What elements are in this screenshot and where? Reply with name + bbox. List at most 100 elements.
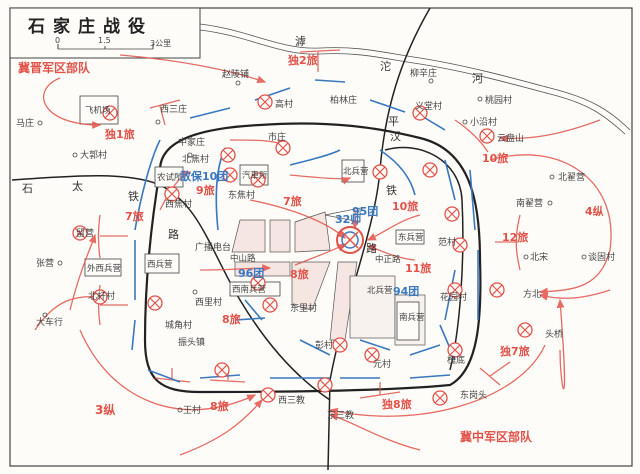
place-label: 高村 xyxy=(275,98,293,110)
pla-unit-label: 8旅 xyxy=(290,267,309,281)
place-label: 西三教 xyxy=(278,394,305,406)
road-label: 中正路 xyxy=(375,254,401,265)
place-label: 城角村 xyxy=(165,319,192,331)
place-label: 张营 xyxy=(36,257,54,269)
pla-unit-label: 7旅 xyxy=(125,209,144,223)
building-label: 农试所 xyxy=(157,172,183,183)
pla-unit-labels: 冀晋军区部队独2旅独1旅7旅9旅7旅10旅10旅12旅4纵11旅8旅8旅8旅3纵… xyxy=(18,53,604,444)
place-label: 东岗头 xyxy=(460,389,487,401)
rail-char: 汉 xyxy=(390,130,401,143)
enemy-unit-label: 敌保10团 xyxy=(180,169,228,183)
pla-unit-label: 独7旅 xyxy=(499,344,530,358)
river-char: 滹 xyxy=(295,34,306,48)
place-label: 柳辛庄 xyxy=(410,67,437,79)
building-label: 北兵营 xyxy=(343,166,369,177)
pla-unit-label: 7旅 xyxy=(283,194,302,208)
rail-char: 石 xyxy=(22,182,33,195)
place-label: 小沿村 xyxy=(470,116,497,128)
enemy-strongpoint-icon xyxy=(220,147,236,163)
enemy-strongpoint-icon xyxy=(489,282,505,298)
building-label: 东兵营 xyxy=(398,232,424,243)
place-label: 西里村 xyxy=(195,296,222,308)
place-label: 花园村 xyxy=(440,291,467,303)
building-labels: 飞机场农试所汽車所北兵营东兵营外西兵营西兵营西南兵营北兵营南兵营 xyxy=(85,105,425,323)
enemy-strongpoint-icon xyxy=(364,347,380,363)
enemy-strongpoint-icon xyxy=(102,105,118,121)
enemy-strongpoint-icon xyxy=(275,140,291,156)
enemy-strongpoint-icon xyxy=(222,167,238,183)
place-label: 广播电台 xyxy=(195,241,231,253)
building-label: 南兵营 xyxy=(399,312,425,323)
river-char: 沱 xyxy=(380,59,391,73)
building-label: 西南兵营 xyxy=(232,284,266,295)
enemy-strongpoint-icon xyxy=(317,377,333,393)
pla-unit-label: 10旅 xyxy=(482,151,508,165)
rail-char: 铁 xyxy=(128,190,139,203)
pla-unit-label: 独8旅 xyxy=(381,397,412,411)
enemy-strongpoint-icon xyxy=(444,206,460,222)
enemy-strongpoint-icon xyxy=(72,225,88,241)
inner-wall xyxy=(384,146,464,371)
enemy-strongpoint-icon xyxy=(372,164,388,180)
city-wall xyxy=(143,122,482,394)
scale-zero: 0 xyxy=(55,36,60,45)
pla-unit-label: 冀晋军区部队 xyxy=(18,60,91,75)
place-labels: 赵陵铺高村柏林庄柳辛庄义堂村桃园村小沿村云盘山西三庄马庄大郭村中家庄市庄北焦村西… xyxy=(16,67,615,421)
building-label: 北兵营 xyxy=(367,285,393,296)
rail-char: 铁 xyxy=(386,184,397,197)
pla-unit-label: 4纵 xyxy=(585,204,604,218)
legend-box: 石家庄战役 0 1.5 3公里 xyxy=(9,7,201,59)
place-label: 北焦村 xyxy=(182,153,209,165)
pla-unit-label: 12旅 xyxy=(502,230,528,244)
enemy-strongpoint-icon xyxy=(447,282,463,298)
place-label: 北杆村 xyxy=(88,290,115,302)
enemy-strongpoint-icon xyxy=(250,172,266,188)
building-label: 西兵营 xyxy=(147,259,173,270)
place-label: 云盘山 xyxy=(497,132,524,144)
map-title: 石家庄战役 xyxy=(27,16,153,37)
rail-char: 路 xyxy=(168,228,179,241)
enemy-strongpoint-icon xyxy=(250,275,266,291)
enemy-hq-32-division xyxy=(336,226,364,254)
enemy-strongpoints xyxy=(72,94,533,406)
place-label: 范村 xyxy=(438,236,456,248)
place-label: 王村 xyxy=(183,404,201,416)
place-label: 大郭村 xyxy=(80,149,107,161)
enemy-strongpoint-icon xyxy=(260,387,276,403)
place-label: 北翟营 xyxy=(558,171,585,183)
pla-unit-label: 独1旅 xyxy=(104,127,135,141)
place-label: 大车行 xyxy=(36,316,63,328)
shitai-railway xyxy=(11,174,331,401)
enemy-strongpoint-icon xyxy=(147,295,163,311)
enemy-strongpoint-icon xyxy=(214,362,230,378)
enemy-strongpoint-icon xyxy=(332,337,348,353)
enemy-strongpoint-icon xyxy=(452,237,468,253)
place-label: 柏林庄 xyxy=(330,94,357,106)
rail-char: 路 xyxy=(366,242,377,255)
place-label: 元村 xyxy=(373,358,391,370)
enemy-strongpoint-icon xyxy=(517,322,533,338)
enemy-strongpoint-icon xyxy=(422,162,438,178)
enemy-strongpoint-icon xyxy=(262,297,278,313)
enemy-strongpoint-icon xyxy=(479,128,495,144)
road-label: 中山路 xyxy=(230,253,256,264)
place-label: 东焦村 xyxy=(228,189,255,201)
rail-char: 太 xyxy=(72,180,83,193)
place-label: 西焦村 xyxy=(165,198,192,210)
place-label: 东三教 xyxy=(327,409,354,421)
place-label: 槐底 xyxy=(447,354,465,366)
place-label: 头桥 xyxy=(545,328,563,340)
pla-unit-label: 9旅 xyxy=(196,183,215,197)
pla-unit-label: 8旅 xyxy=(210,399,229,413)
pla-unit-label: 冀中军区部队 xyxy=(460,429,533,444)
enemy-strongpoint-icon xyxy=(92,289,108,305)
place-label: 谈固村 xyxy=(588,251,615,263)
pla-unit-label: 11旅 xyxy=(405,261,431,275)
building-label: 汽車所 xyxy=(242,170,268,181)
scale-end: 3公里 xyxy=(150,39,171,48)
enemy-unit-label: 32师 xyxy=(335,212,361,226)
place-label: 马庄 xyxy=(16,117,34,129)
place-label: 北宋 xyxy=(530,251,548,263)
place-label: 留营 xyxy=(76,227,94,239)
